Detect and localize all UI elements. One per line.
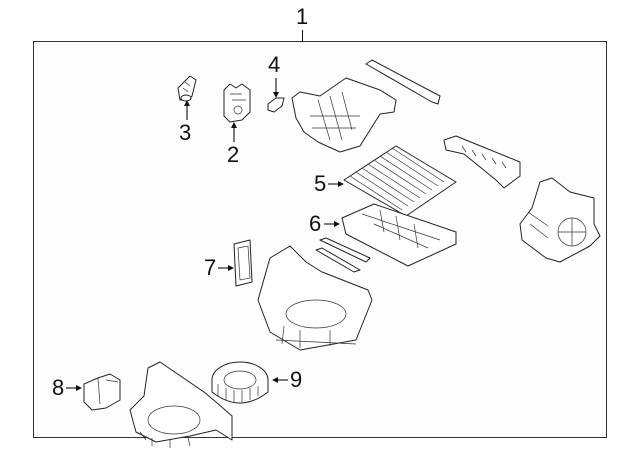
callout-7[interactable]: 7 bbox=[204, 255, 217, 280]
lower-blower-case bbox=[257, 245, 373, 351]
part-7-seal[interactable] bbox=[233, 239, 253, 287]
leader-lines bbox=[66, 78, 344, 391]
part-8-blower-resistor[interactable] bbox=[83, 373, 121, 411]
part-5-cabin-air-filter[interactable] bbox=[343, 145, 457, 217]
part-2-mode-door-actuator[interactable] bbox=[223, 83, 251, 123]
part-6-filter-cover[interactable] bbox=[315, 203, 457, 273]
callout-3[interactable]: 3 bbox=[179, 120, 192, 145]
callout-9[interactable]: 9 bbox=[290, 367, 303, 392]
callout-6[interactable]: 6 bbox=[309, 211, 322, 236]
upper-duct-housing bbox=[291, 59, 441, 153]
callout-8[interactable]: 8 bbox=[52, 375, 65, 400]
blower-housing bbox=[129, 361, 233, 448]
intake-duct bbox=[443, 135, 521, 189]
callout-1-leader bbox=[302, 30, 303, 41]
upper-blower-case bbox=[519, 177, 601, 263]
callout-4[interactable]: 4 bbox=[268, 52, 281, 77]
callout-1[interactable]: 1 bbox=[296, 4, 309, 29]
part-9-blower-motor[interactable] bbox=[211, 361, 269, 404]
part-4-clip[interactable] bbox=[267, 97, 285, 113]
part-3-actuator-link[interactable] bbox=[177, 75, 197, 102]
callout-2[interactable]: 2 bbox=[227, 142, 240, 167]
callout-5[interactable]: 5 bbox=[314, 171, 327, 196]
